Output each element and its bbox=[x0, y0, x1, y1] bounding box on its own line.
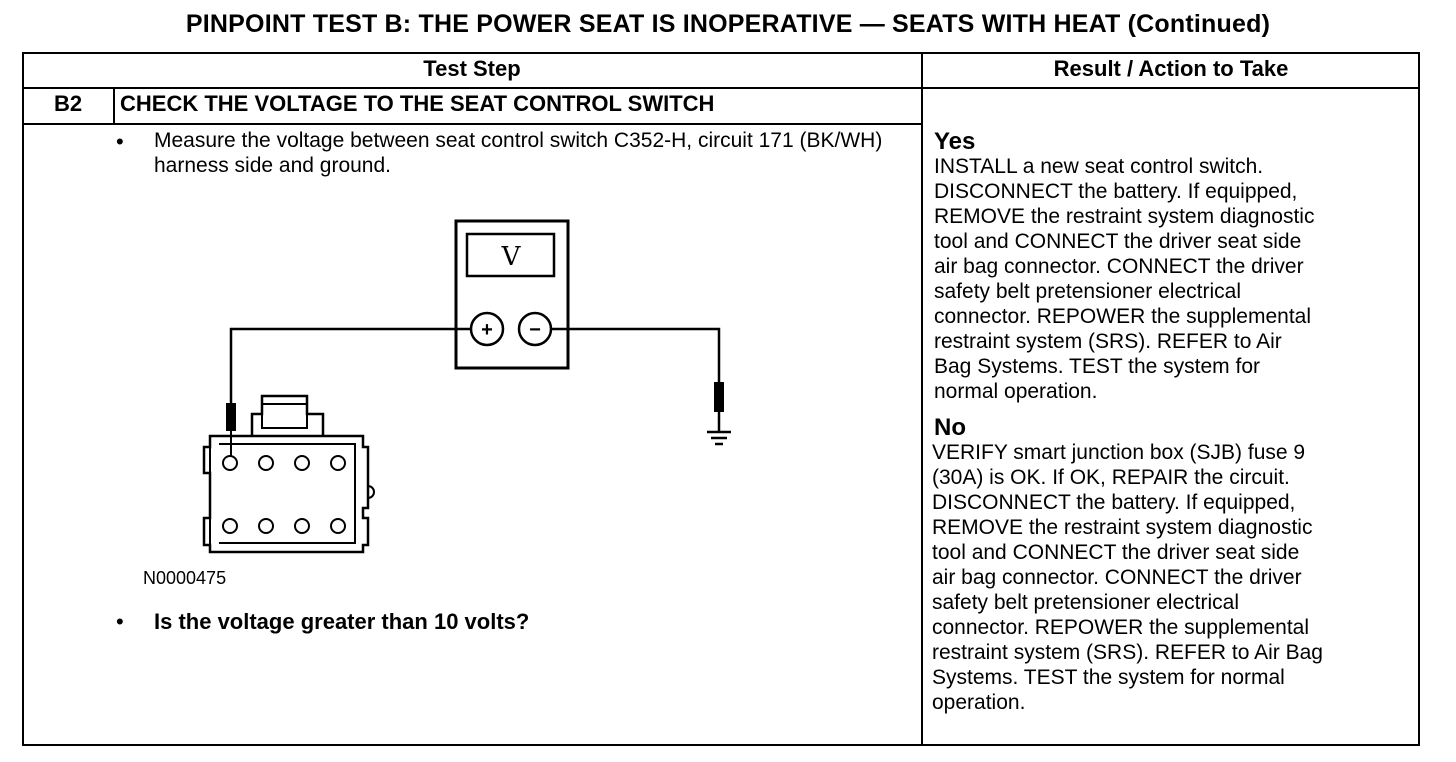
header-divider bbox=[22, 87, 1420, 89]
column-divider bbox=[921, 52, 923, 746]
header-test-step: Test Step bbox=[423, 56, 521, 81]
step-title: CHECK THE VOLTAGE TO THE SEAT CONTROL SW… bbox=[120, 91, 715, 116]
page-title: PINPOINT TEST B: THE POWER SEAT IS INOPE… bbox=[185, 10, 1271, 38]
voltmeter-display bbox=[465, 232, 556, 278]
measure-instruction: Measure the voltage between seat control… bbox=[154, 129, 883, 177]
positive-lead-wire bbox=[229, 327, 471, 405]
positive-probe bbox=[226, 403, 236, 431]
step-row-divider bbox=[22, 123, 922, 125]
step-id: B2 bbox=[53, 91, 83, 116]
voltmeter-body bbox=[454, 219, 570, 370]
negative-probe bbox=[714, 382, 724, 412]
test-table bbox=[22, 52, 1420, 746]
voltmeter-diagram: V + − bbox=[202, 219, 731, 554]
minus-sign: − bbox=[529, 319, 541, 341]
yes-label: Yes bbox=[934, 128, 976, 155]
header-result: Result / Action to Take bbox=[1053, 56, 1289, 81]
plus-sign: + bbox=[481, 319, 493, 341]
voltmeter-label: V bbox=[501, 242, 522, 272]
negative-lead-wire bbox=[551, 327, 721, 385]
seat-switch-connector bbox=[202, 434, 370, 554]
bullet-icon: • bbox=[116, 609, 124, 634]
step-id-divider bbox=[113, 87, 115, 124]
no-label: No bbox=[934, 414, 966, 441]
step-question: Is the voltage greater than 10 volts? bbox=[154, 609, 530, 634]
connector-latch bbox=[250, 394, 325, 436]
figure-id: N0000475 bbox=[143, 568, 227, 588]
bullet-icon: • bbox=[116, 129, 124, 154]
yes-action: INSTALL a new seat control switch. DISCO… bbox=[934, 155, 1315, 403]
no-action: VERIFY smart junction box (SJB) fuse 9 (… bbox=[932, 441, 1323, 714]
